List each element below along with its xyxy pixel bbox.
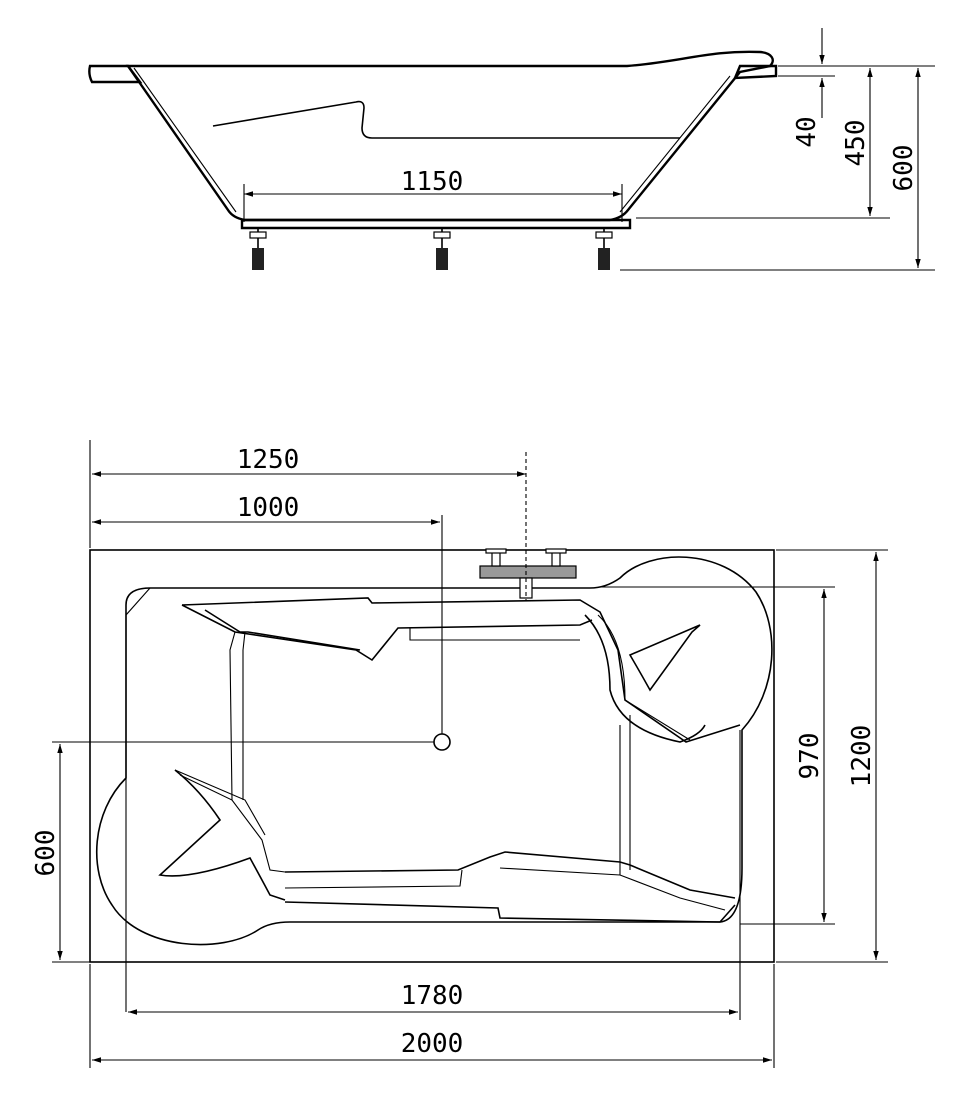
tub-upper-right-seat — [584, 614, 706, 743]
dim-tub-depth: 450 — [841, 68, 873, 216]
dim-total-height: 600 — [889, 68, 921, 268]
dim-label-2000: 2000 — [401, 1029, 464, 1059]
dim-label-600-height: 600 — [889, 145, 919, 192]
tub-side-inner-line — [133, 67, 731, 213]
dim-label-1250: 1250 — [237, 445, 300, 475]
faucet — [479, 548, 577, 599]
top-view: 1250 1000 600 970 1200 — [31, 440, 888, 1068]
tub-outer-outline — [89, 549, 775, 963]
dim-label-1150: 1150 — [401, 167, 464, 197]
tub-side-left-rim — [88, 64, 143, 84]
dim-faucet-offset: 1250 — [89, 440, 527, 600]
dim-inner-bottom-length: 1150 — [243, 167, 623, 222]
dim-label-1000: 1000 — [237, 493, 300, 523]
dim-label-40: 40 — [792, 116, 822, 147]
tub-lower-contour — [284, 851, 736, 899]
dim-outer-width: 1200 — [776, 549, 888, 963]
tub-side-right-rim — [733, 64, 778, 80]
side-view: 1150 40 450 600 — [88, 28, 935, 271]
tub-side-base — [240, 218, 632, 230]
dim-inner-length: 1780 — [128, 730, 741, 1020]
tub-side-seat-profile — [212, 100, 680, 139]
dim-drain-offset-x: 1000 — [92, 493, 443, 734]
tub-inner-basin-outline — [96, 556, 773, 946]
dim-outer-length: 2000 — [89, 964, 775, 1068]
tub-upper-contour — [181, 597, 741, 743]
dim-label-450: 450 — [841, 120, 871, 167]
dim-label-1200: 1200 — [847, 725, 877, 788]
drain-hole — [433, 733, 451, 751]
dim-inner-width: 970 — [600, 586, 835, 925]
dim-rim-thickness: 40 — [792, 28, 825, 148]
dim-label-970: 970 — [795, 733, 825, 780]
tub-feet — [249, 228, 613, 270]
dim-label-600-drain: 600 — [31, 830, 61, 877]
dim-label-1780: 1780 — [401, 981, 464, 1011]
dim-drain-offset-y: 600 — [31, 741, 434, 963]
tub-lower-left-seat — [158, 769, 286, 901]
